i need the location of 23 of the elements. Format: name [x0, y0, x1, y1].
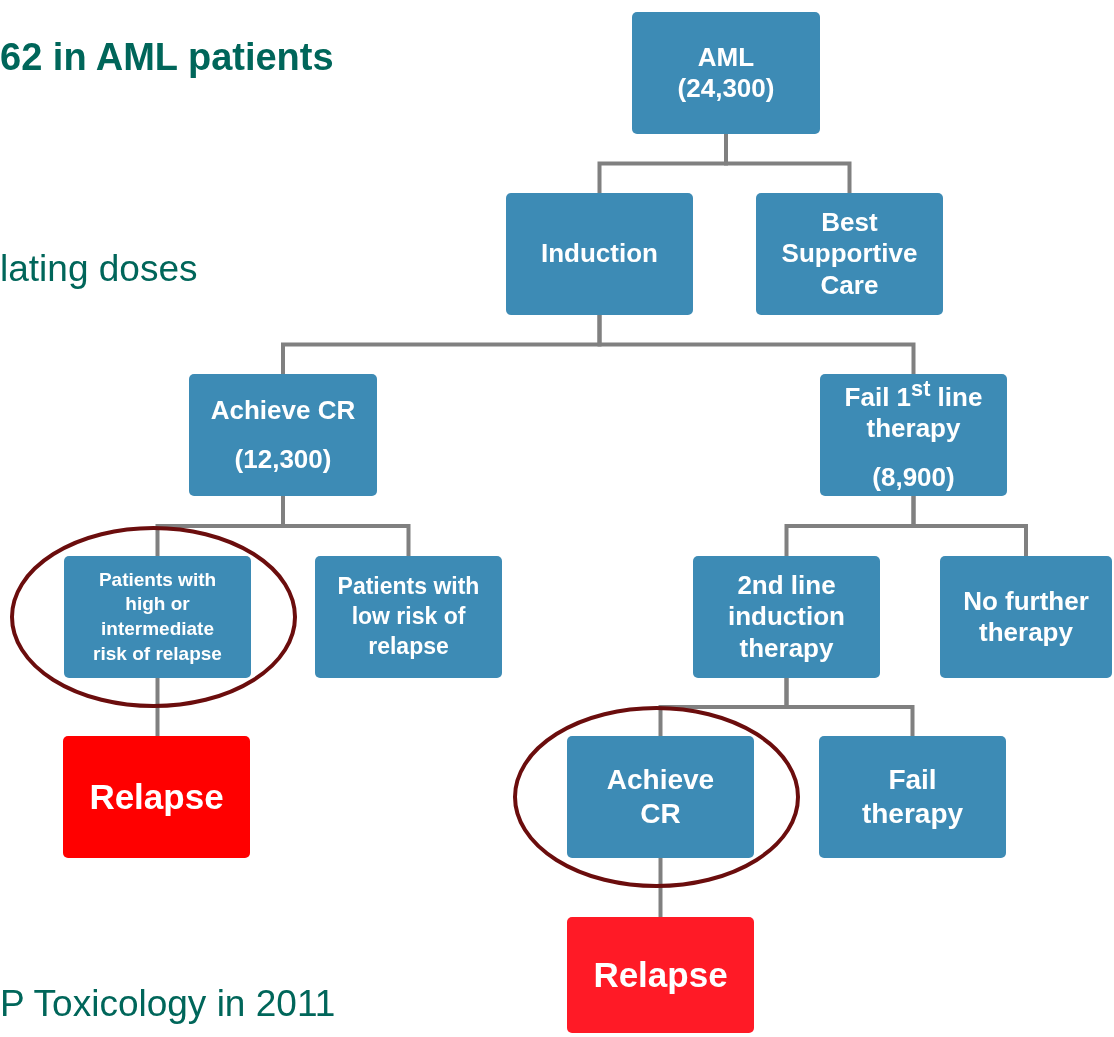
process-box: Best Supportive Care — [756, 193, 943, 315]
process-box: AML (24,300) — [632, 12, 820, 134]
process-box: Achieve CR — [567, 736, 754, 858]
process-box: Patients with low risk of relapse — [315, 556, 502, 678]
process-box: No further therapy — [940, 556, 1112, 678]
outcome-box: Relapse — [63, 736, 250, 858]
connector-line — [724, 134, 852, 193]
process-box: Fail 1$^{st}$ line therapy (8,900) — [820, 374, 1007, 496]
connector-line — [658, 858, 663, 917]
connector-line — [155, 678, 160, 736]
connector-line — [281, 496, 411, 556]
process-box: Fail therapy — [819, 736, 1006, 858]
process-box: Induction — [506, 193, 693, 315]
process-box: Patients with high or intermediate risk of relapse — [64, 556, 251, 678]
slide-title-fragment: 62 in AML patients — [0, 36, 334, 79]
process-box: Achieve CR (12,300) — [189, 374, 377, 496]
connector-line — [911, 496, 1028, 556]
slide-text-fragment: lating doses — [0, 248, 198, 290]
slide-text-fragment: P Toxicology in 2011 — [0, 983, 336, 1025]
connector-line — [784, 678, 915, 736]
connector-line — [597, 315, 916, 374]
outcome-box: Relapse — [567, 917, 754, 1033]
process-box: 2nd line induction therapy — [693, 556, 880, 678]
